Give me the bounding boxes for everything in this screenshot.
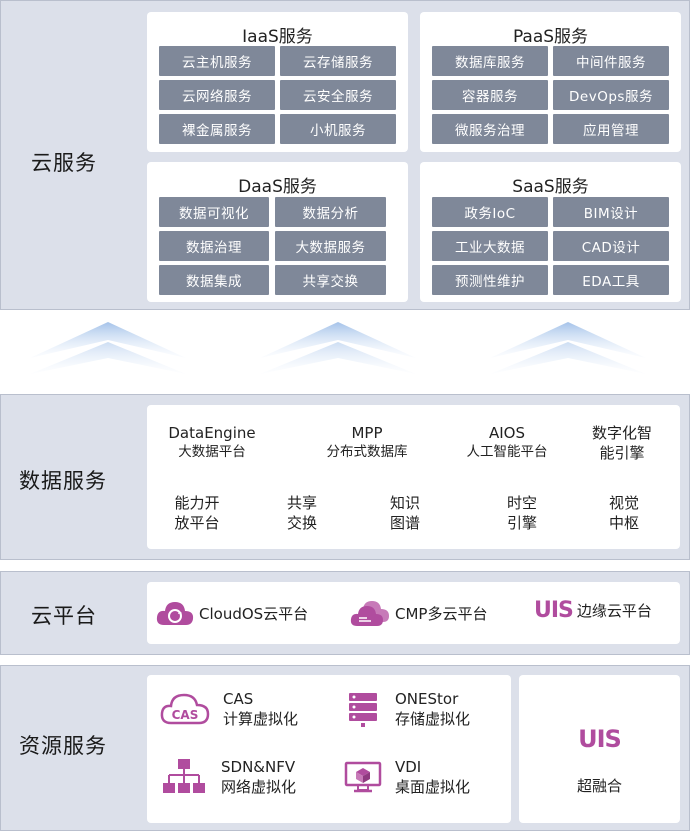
cloud-services-band: 云服务 IaaS服务 云主机服务 云存储服务 云网络服务 云安全服务 裸金属服务…	[0, 0, 690, 310]
cas-name: CAS	[223, 690, 254, 708]
onestor-name: ONEStor	[395, 690, 459, 708]
paas-item[interactable]: DevOps服务	[553, 80, 669, 110]
saas-card: SaaS服务 政务IoC BIM设计 工业大数据 CAD设计 预测性维护 EDA…	[420, 162, 681, 302]
onestor-desc: 存储虚拟化	[395, 710, 471, 728]
up-arrow-icon	[490, 322, 646, 374]
cmp-multicloud-icon	[350, 601, 389, 626]
saas-item[interactable]: 预测性维护	[432, 265, 548, 295]
daas-card: DaaS服务 数据可视化 数据分析 数据治理 大数据服务 数据集成 共享交换	[147, 162, 408, 302]
edge-platform[interactable]: UIS 边缘云平台	[534, 598, 652, 623]
network-topology-icon	[163, 759, 205, 793]
data-services-card: DataEngine 大数据平台 MPP 分布式数据库 AIOS 人工智能平台 …	[147, 405, 680, 549]
iaas-item[interactable]: 云网络服务	[159, 80, 275, 110]
daas-item[interactable]: 数据分析	[275, 197, 386, 227]
daas-item[interactable]: 数据集成	[159, 265, 269, 295]
iaas-title: IaaS服务	[242, 27, 313, 47]
cloudos-label: CloudOS云平台	[199, 604, 309, 623]
vdi-item[interactable]: VDI 桌面虚拟化	[343, 757, 470, 797]
data-services-title: 数据服务	[19, 469, 107, 493]
cas-cloud-icon: CAS	[160, 693, 210, 725]
daas-item[interactable]: 数据治理	[159, 231, 269, 261]
cloudos-platform[interactable]: CloudOS云平台	[155, 598, 308, 628]
server-stack-icon	[349, 693, 377, 727]
paas-item[interactable]: 数据库服务	[432, 46, 548, 76]
saas-title: SaaS服务	[512, 177, 589, 197]
cas-item[interactable]: CAS CAS 计算虚拟化	[159, 689, 298, 729]
saas-item[interactable]: 工业大数据	[432, 231, 548, 261]
data-service-item[interactable]: 共享 交换	[286, 494, 317, 532]
resource-services-title: 资源服务	[19, 734, 107, 758]
data-service-item[interactable]: 时空 引擎	[506, 494, 537, 532]
paas-item[interactable]: 微服务治理	[432, 114, 548, 144]
daas-item[interactable]: 共享交换	[275, 265, 386, 295]
virtualization-card: CAS CAS 计算虚拟化 ONEStor 存储虚拟化	[147, 675, 511, 823]
up-arrows	[30, 322, 646, 374]
cloudos-cloud-icon	[156, 602, 194, 625]
saas-item[interactable]: 政务IoC	[432, 197, 548, 227]
uis-logo-icon: UIS	[534, 598, 574, 623]
saas-item[interactable]: BIM设计	[553, 197, 669, 227]
paas-item[interactable]: 中间件服务	[553, 46, 669, 76]
data-service-item[interactable]: MPP 分布式数据库	[326, 424, 408, 460]
daas-item[interactable]: 数据可视化	[159, 197, 269, 227]
daas-title: DaaS服务	[238, 177, 317, 197]
data-service-item[interactable]: 能力开 放平台	[174, 494, 220, 532]
up-arrow-icon	[30, 322, 186, 374]
onestor-item[interactable]: ONEStor 存储虚拟化	[343, 689, 470, 729]
data-service-item[interactable]: 视觉 中枢	[608, 494, 639, 532]
uis-logo-icon: UIS	[578, 725, 622, 753]
desktop-monitor-icon	[344, 761, 382, 793]
hyperconverged-card[interactable]: UIS 超融合	[519, 675, 680, 823]
cloud-services-title: 云服务	[31, 151, 97, 175]
sdn-item[interactable]: SDN&NFV 网络虚拟化	[161, 757, 296, 797]
sdn-name: SDN&NFV	[221, 758, 296, 776]
paas-card: PaaS服务 数据库服务 中间件服务 容器服务 DevOps服务 微服务治理 应…	[420, 12, 681, 152]
iaas-item[interactable]: 裸金属服务	[159, 114, 275, 144]
iaas-item[interactable]: 小机服务	[280, 114, 396, 144]
daas-item[interactable]: 大数据服务	[275, 231, 386, 261]
iaas-item[interactable]: 云安全服务	[280, 80, 396, 110]
iaas-item[interactable]: 云主机服务	[159, 46, 275, 76]
data-service-item[interactable]: 数字化智 能引擎	[591, 424, 652, 462]
paas-title: PaaS服务	[512, 27, 589, 47]
cmp-platform[interactable]: CMP多云平台	[349, 598, 487, 628]
data-service-item[interactable]: 知识 图谱	[389, 494, 420, 532]
iaas-item[interactable]: 云存储服务	[280, 46, 396, 76]
hyperconverged-label: 超融合	[576, 777, 622, 795]
data-services-band: 数据服务 DataEngine 大数据平台 MPP 分布式数据库 AIOS 人工…	[0, 394, 690, 560]
cloud-platform-title: 云平台	[31, 604, 97, 628]
vdi-desc: 桌面虚拟化	[395, 778, 471, 796]
sdn-desc: 网络虚拟化	[221, 778, 297, 796]
data-service-item[interactable]: AIOS 人工智能平台	[466, 424, 548, 460]
iaas-card: IaaS服务 云主机服务 云存储服务 云网络服务 云安全服务 裸金属服务 小机服…	[147, 12, 408, 152]
resource-services-band: 资源服务 CAS CAS 计算虚拟化 ONEStor 存储虚拟化	[0, 665, 690, 831]
vdi-name: VDI	[395, 758, 422, 776]
cloud-platform-band: 云平台 CloudOS云平台 CMP多云平台 UIS 边缘云平台	[0, 571, 690, 655]
cas-desc: 计算虚拟化	[223, 710, 299, 728]
edge-label: 边缘云平台	[576, 602, 652, 620]
svg-text:CAS: CAS	[172, 708, 199, 722]
cloud-platform-card: CloudOS云平台 CMP多云平台 UIS 边缘云平台	[147, 582, 680, 644]
cmp-label: CMP多云平台	[395, 604, 488, 623]
paas-item[interactable]: 容器服务	[432, 80, 548, 110]
paas-item[interactable]: 应用管理	[553, 114, 669, 144]
saas-item[interactable]: CAD设计	[553, 231, 669, 261]
up-arrow-icon	[260, 322, 416, 374]
saas-item[interactable]: EDA工具	[553, 265, 669, 295]
data-service-item[interactable]: DataEngine 大数据平台	[168, 424, 256, 460]
